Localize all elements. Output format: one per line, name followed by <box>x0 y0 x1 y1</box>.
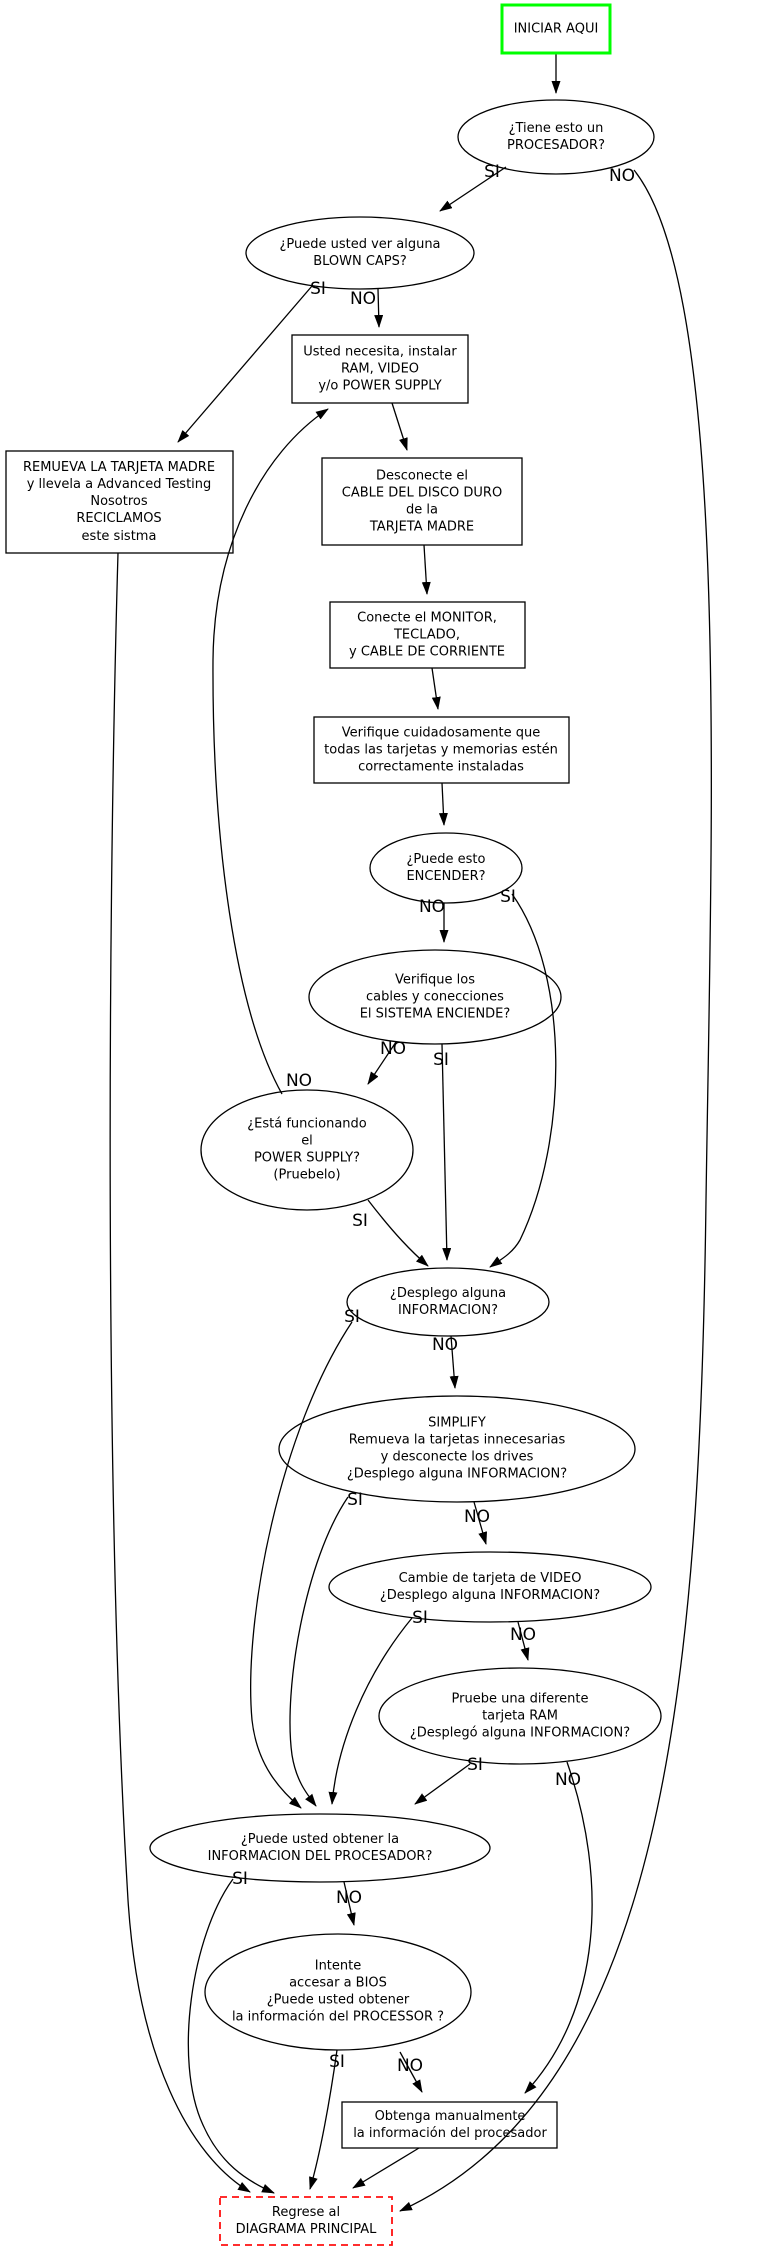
node-video-label: Cambie de tarjeta de VIDEO ¿Desplego alg… <box>379 1570 601 1603</box>
edge-desplego-obtener-si <box>250 1321 353 1809</box>
node-conecte-shape <box>329 601 526 669</box>
edge-label-encender-si: SI <box>500 887 516 907</box>
edge-sistema-power-no <box>367 1041 397 1085</box>
edge-ram-obtenga-no <box>524 1761 593 2094</box>
edge-video-obtener-si <box>328 1617 413 1805</box>
edge-label-encender-no: NO <box>418 897 446 917</box>
node-necesita-shape <box>291 334 469 404</box>
edge-label-tiene-si: SI <box>484 162 500 182</box>
node-desplego-label: ¿Desplego alguna INFORMACION? <box>389 1285 507 1318</box>
edge-obtener-regrese-si <box>187 1878 275 2194</box>
edge-ram-obtener-si <box>414 1763 471 1805</box>
node-regrese-shape <box>219 2196 393 2246</box>
node-blown-shape <box>245 216 475 290</box>
edge-necesita-desconecte <box>391 402 408 451</box>
node-desplego-shape <box>346 1267 550 1337</box>
node-power-shape <box>200 1089 414 1211</box>
node-obtener-shape <box>149 1813 491 1883</box>
edge-label-obtener-si: SI <box>232 1869 248 1889</box>
node-sistema-label: Verifique los cables y conecciones El SI… <box>359 972 511 1022</box>
edge-label-desplego-no: NO <box>431 1335 459 1355</box>
edge-label-tiene-no: NO <box>608 166 636 186</box>
edge-video-ram-no <box>517 1621 530 1661</box>
edge-label-obtener-no: NO <box>335 1888 363 1908</box>
edge-desplego-simplify-no <box>449 1335 459 1389</box>
node-obtenga-label: Obtenga manualmente la información del p… <box>353 2108 547 2141</box>
edge-label-bios-si: SI <box>329 2052 345 2072</box>
node-ram-shape <box>378 1667 662 1765</box>
edge-tiene-regrese-no <box>399 169 712 2212</box>
node-sistema-shape <box>308 949 562 1045</box>
node-necesita-label: Usted necesita, instalar RAM, VIDEO y/o … <box>303 344 457 394</box>
node-encender-label: ¿Puede esto ENCENDER? <box>406 851 486 884</box>
edge-verifique-encender <box>438 782 448 826</box>
node-desconecte-label: Desconecte el CABLE DEL DISCO DURO de la… <box>341 468 503 536</box>
edge-label-blown-si: SI <box>310 279 326 299</box>
edge-power-necesita-no <box>212 408 329 1095</box>
node-tiene-shape <box>457 99 655 175</box>
node-start-label: INICIAR AQUI <box>513 21 599 37</box>
edge-label-power-si: SI <box>352 1211 368 1231</box>
node-start-shape <box>500 3 612 55</box>
edge-label-bios-no: NO <box>396 2056 424 2076</box>
edge-bios-obtenga-no <box>399 2051 423 2093</box>
node-tiene-label: ¿Tiene esto un PROCESADOR? <box>507 120 605 153</box>
edge-tiene-blown-si <box>439 166 507 212</box>
edge-obtenga-regrese <box>352 2147 420 2189</box>
edge-label-ram-si: SI <box>467 1755 483 1775</box>
edge-simplify-video-no <box>473 1501 488 1545</box>
edge-label-ram-no: NO <box>554 1770 582 1790</box>
edge-obtener-bios-no <box>343 1881 356 1926</box>
edge-blown-necesita-no <box>374 288 384 328</box>
node-obtener-label: ¿Puede usted obtener la INFORMACION DEL … <box>207 1831 433 1864</box>
node-regrese-label: Regrese al DIAGRAMA PRINCIPAL <box>235 2204 377 2237</box>
edge-conecte-verifique <box>431 667 441 710</box>
node-power-label: ¿Está funcionando el POWER SUPPLY? (Prue… <box>247 1116 367 1184</box>
edge-label-desplego-si: SI <box>344 1307 360 1327</box>
edge-label-video-no: NO <box>509 1625 537 1645</box>
edge-blown-remueva-si <box>177 285 313 443</box>
edge-label-video-si: SI <box>412 1608 428 1628</box>
node-verifique-label: Verifique cuidadosamente que todas las t… <box>324 725 558 775</box>
node-simplify-label: SIMPLIFY Remueva la tarjetas innecesaria… <box>346 1415 568 1483</box>
node-bios-shape <box>204 1933 472 2051</box>
edge-label-simplify-no: NO <box>463 1507 491 1527</box>
edge-simplify-obtener-si <box>289 1496 349 1807</box>
node-encender-shape <box>369 832 523 904</box>
node-verifique-shape <box>313 716 570 784</box>
edge-label-power-no: NO <box>285 1071 313 1091</box>
edge-sistema-desplego-si <box>441 1043 452 1261</box>
node-blown-label: ¿Puede usted ver alguna BLOWN CAPS? <box>279 236 441 269</box>
edge-label-sistema-no: NO <box>379 1039 407 1059</box>
node-video-shape <box>328 1551 652 1623</box>
node-remueva-shape <box>5 450 234 554</box>
edge-remueva-regrese <box>109 552 251 2193</box>
node-obtenga-shape <box>341 2101 558 2149</box>
node-simplify-shape <box>278 1395 636 1503</box>
edge-encender-desplego-si <box>489 893 557 1268</box>
edge-label-blown-no: NO <box>349 289 377 309</box>
edge-bios-regrese-si <box>309 2049 338 2190</box>
node-desconecte-shape <box>321 457 523 546</box>
node-conecte-label: Conecte el MONITOR, TECLADO, y CABLE DE … <box>349 610 505 660</box>
node-ram-label: Pruebe una diferente tarjeta RAM ¿Desple… <box>409 1691 631 1741</box>
node-remueva-label: REMUEVA LA TARJETA MADRE y llevela a Adv… <box>22 460 216 544</box>
edge-desconecte-conecte <box>421 544 431 595</box>
edge-label-simplify-si: SI <box>347 1490 363 1510</box>
node-bios-label: Intente accesar a BIOS ¿Puede usted obte… <box>231 1958 445 2026</box>
edge-power-desplego-si <box>367 1199 429 1267</box>
edge-label-sistema-si: SI <box>433 1050 449 1070</box>
